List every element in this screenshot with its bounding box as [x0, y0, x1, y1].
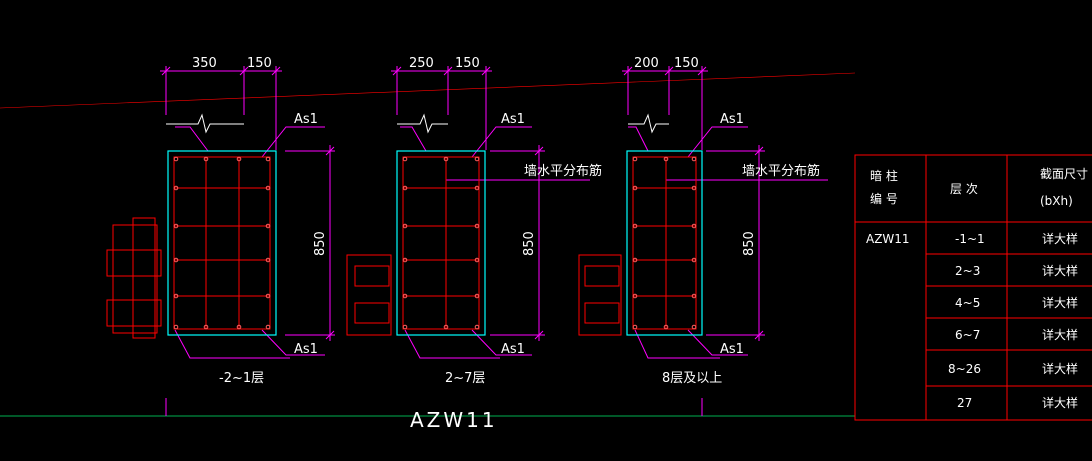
- section-1-dimension: [160, 66, 335, 341]
- table-header-size-line1: 截面尺寸: [1040, 167, 1088, 181]
- section-3-rebar: [632, 156, 697, 330]
- section-1-break-line: [166, 113, 244, 134]
- section-2-side-label: 墙水平分布筋: [524, 163, 602, 179]
- section-2-outline: [396, 150, 486, 336]
- section-3-bottom-label: As1: [720, 342, 744, 357]
- section-1-leaders: [174, 126, 325, 359]
- section-1-bottom-label: As1: [294, 342, 318, 357]
- section-2-bottom-label: As1: [501, 342, 525, 357]
- section-2-height-dim: 850: [522, 231, 537, 256]
- section-2: 250 150 850 As1 As1 墙水平分布筋: [346, 56, 602, 386]
- section-3-dim-left: 200: [634, 56, 659, 71]
- section-2-dim-left: 250: [409, 56, 434, 71]
- section-1-top-label: As1: [294, 112, 318, 127]
- table-row-6-size: 详大样: [1042, 395, 1078, 410]
- table-header-id-line2: 编 号: [870, 191, 898, 206]
- table-row-5-floors: 8~26: [948, 362, 981, 376]
- section-2-top-label: As1: [501, 112, 525, 127]
- table-cell-id: AZW11: [866, 232, 910, 246]
- section-2-dimension: [391, 66, 545, 341]
- section-3-side-label: 墙水平分布筋: [742, 163, 820, 179]
- table-row-4-floors: 6~7: [955, 328, 980, 342]
- section-3-leaders: [628, 126, 828, 359]
- section-3-top-label: As1: [720, 112, 744, 127]
- table-header-floors: 层 次: [950, 182, 978, 196]
- table-row-6-floors: 27: [957, 396, 972, 410]
- drawing-title: AZW11: [410, 408, 498, 432]
- section-3-dim-right: 150: [674, 56, 699, 71]
- section-3-rebar-dots: [632, 156, 697, 330]
- table-row-2-size: 详大样: [1042, 263, 1078, 278]
- section-guide-line: [0, 72, 856, 109]
- table-grid: [854, 154, 1092, 421]
- section-1-outline: [167, 150, 277, 336]
- table-row-5-size: 详大样: [1042, 361, 1078, 376]
- section-3-caption: 8层及以上: [662, 371, 722, 386]
- section-3-outline: [626, 150, 703, 336]
- table-header-size-line2: (bXh): [1040, 194, 1073, 208]
- table-row-1-size: 详大样: [1042, 231, 1078, 246]
- table-row-2-floors: 2~3: [955, 264, 980, 278]
- section-1-dim-right: 150: [247, 56, 272, 71]
- section-2-stirrup-detail: [346, 254, 392, 336]
- section-2-break-line: [397, 113, 448, 134]
- table-row-4-size: 详大样: [1042, 327, 1078, 342]
- table-header-id-line1: 暗 柱: [870, 168, 898, 183]
- section-2-rebar: [402, 156, 480, 330]
- section-1-caption: -2~1层: [219, 371, 264, 386]
- section-1-rebar-dots: [173, 156, 271, 330]
- section-2-caption: 2~7层: [445, 371, 485, 386]
- section-2-rebar-dots: [402, 156, 480, 330]
- section-1-dim-left: 350: [192, 56, 217, 71]
- section-1-stirrup-detail: [106, 217, 162, 339]
- table-row-3-floors: 4~5: [955, 296, 980, 310]
- section-1-height-dim: 850: [313, 231, 328, 256]
- section-3-height-dim: 850: [742, 231, 757, 256]
- schedule-table: 暗 柱 编 号 层 次 截面尺寸 (bXh) AZW11 -1~1 详大样 2~…: [854, 154, 1092, 421]
- section-1-rebar: [173, 156, 271, 330]
- table-row-3-size: 详大样: [1042, 295, 1078, 310]
- section-3-break-line: [628, 113, 669, 134]
- section-2-leaders: [400, 126, 590, 359]
- section-2-dim-right: 150: [455, 56, 480, 71]
- table-row-1-floors: -1~1: [955, 232, 985, 246]
- section-3-stirrup-detail: [578, 254, 622, 336]
- section-3-dimension: [622, 66, 765, 341]
- section-3: 200 150 850 As1 As1 墙水平分布筋: [578, 56, 828, 386]
- section-1: 350 150 850 As1 As1: [106, 56, 335, 386]
